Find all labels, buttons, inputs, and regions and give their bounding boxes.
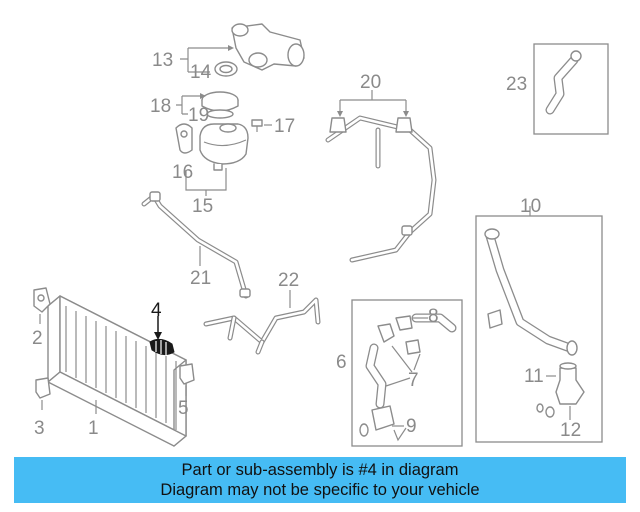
level-sensor: [251, 119, 263, 132]
coolant-hose-23: [545, 50, 582, 115]
info-banner: Part or sub-assembly is #4 in diagram Di…: [14, 457, 626, 503]
box-23: [533, 43, 609, 135]
part-4-highlighted: [149, 338, 175, 356]
callout-6: 6: [336, 352, 347, 373]
callout-12: 12: [560, 420, 581, 441]
callout-15: 15: [192, 196, 213, 217]
coolant-pipe-20: [325, 115, 437, 263]
tank-bracket: [175, 123, 193, 154]
callout-4: 4: [151, 300, 162, 321]
callout-7: 7: [408, 370, 419, 391]
callout-16: 16: [172, 162, 193, 183]
callout-13: 13: [152, 50, 173, 71]
leader-7: [385, 345, 421, 387]
banner-line-1: Part or sub-assembly is #4 in diagram: [181, 461, 459, 479]
callout-20: 20: [360, 72, 381, 93]
banner-line-2: Diagram may not be specific to your vehi…: [160, 481, 480, 499]
leader-4-arrow: [154, 332, 162, 340]
leader-20: [339, 90, 407, 112]
thermostat-housing: [214, 23, 305, 77]
coolant-hose-10: [484, 228, 578, 356]
callout-19: 19: [188, 105, 209, 126]
callout-18: 18: [150, 96, 171, 117]
leader-18: [176, 95, 200, 115]
callout-2: 2: [32, 328, 43, 349]
radiator: [47, 295, 187, 447]
callout-23: 23: [506, 74, 527, 95]
parts-diagram: 13 14 18 19 17 16 15 21: [32, 23, 609, 447]
coolant-pipe-22: [203, 297, 321, 355]
callout-1: 1: [88, 418, 99, 439]
radiator-mount-upper: [33, 287, 51, 313]
box-6: [351, 299, 463, 447]
callout-5: 5: [178, 398, 189, 419]
callout-3: 3: [34, 418, 45, 439]
coolant-pipe-21: [141, 191, 251, 299]
callout-21: 21: [190, 268, 211, 289]
radiator-bracket-5: [179, 363, 195, 385]
callout-10: 10: [520, 196, 541, 217]
callout-22: 22: [278, 270, 299, 291]
coolant-fitting-11-12: [536, 362, 585, 418]
leader-13: [180, 47, 228, 73]
leader-15: [185, 168, 227, 196]
callout-17: 17: [274, 116, 295, 137]
reservoir-cap: [201, 91, 239, 119]
callout-11: 11: [524, 366, 544, 387]
callout-9: 9: [406, 416, 417, 437]
callout-14: 14: [190, 62, 212, 83]
expansion-tank: [199, 123, 249, 171]
callout-8: 8: [428, 306, 439, 327]
box-10: [475, 215, 603, 443]
radiator-mount-lower: [35, 377, 51, 399]
